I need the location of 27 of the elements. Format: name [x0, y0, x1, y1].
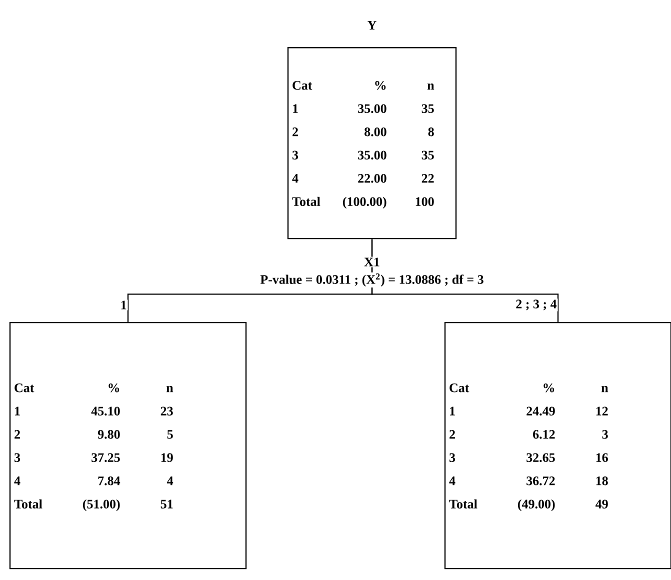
node-label: 100 [416, 197, 434, 206]
tree-branch [371, 239, 559, 322]
node-label: 35 [422, 150, 434, 160]
node-label: 1 [293, 104, 298, 113]
node-label: Total [292, 196, 320, 206]
node-label: Cat [292, 81, 312, 90]
node-label: (100.00) [342, 196, 386, 209]
edge-label: 1 [119, 300, 128, 310]
edge-label: 2 ; 3 ; 4 [514, 298, 558, 312]
node-label: 2 [292, 128, 298, 136]
node-label: % [375, 80, 386, 90]
node-label: 22 [422, 174, 434, 183]
node-heading: Y [368, 20, 376, 30]
node-label: 8.00 [364, 127, 386, 136]
node-label: 35.00 [358, 150, 386, 160]
node-label: n [427, 83, 434, 90]
node-label: 22.00 [358, 174, 386, 183]
node-label: 35 [422, 104, 434, 113]
node-label: 4 [292, 174, 298, 183]
split-label: X1 [363, 256, 381, 268]
table-box: Cat % n 1 35.00 35 2 8.00 8 3 35.00 35 4 22.00 22 Total (100.00) 100 [287, 47, 457, 240]
node-label: 8 [428, 127, 434, 136]
node-label: 3 [292, 150, 298, 160]
node-label: 35.00 [358, 104, 386, 114]
table-box: Cat % n 1 45.10 23 2 9.80 5 3 37.25 19 4 7.84 4 Total (51.00) 51 [9, 322, 247, 570]
table-box: Cat % n 1 24.49 12 2 6.12 3 3 32.65 16 4 36.72 18 Total (49.00) 49 [444, 322, 671, 570]
split-label: P-value = 0.0311 ; (X$^{2}$) = 13.0886 ; df = 3 [259, 272, 485, 288]
